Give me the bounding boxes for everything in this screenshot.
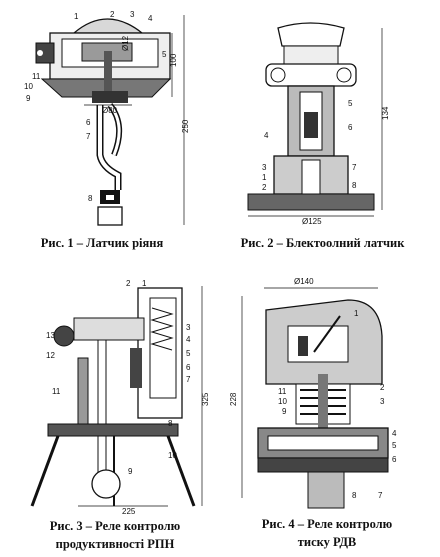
fig4-num-6: 6	[392, 455, 397, 464]
fig1-dim-d1: Ø12	[121, 35, 130, 51]
fig1-num-11: 11	[32, 72, 41, 81]
fig2-dim-d1: Ø125	[302, 217, 322, 226]
fig2-num-5: 5	[348, 99, 353, 108]
fig1-num-6: 6	[86, 118, 91, 127]
fig3-num-7: 7	[186, 375, 191, 384]
fig4-num-5: 5	[392, 441, 397, 450]
fig3-num-5: 5	[186, 349, 191, 358]
figure-4-caption-line-2: тиску РДВ	[297, 535, 357, 549]
fig2-num-1: 1	[262, 173, 267, 182]
fig3-num-11: 11	[52, 387, 61, 396]
fig3-num-3: 3	[186, 323, 191, 332]
fig3-dim-h1: 325	[201, 392, 210, 406]
fig1-num-5: 5	[162, 50, 167, 59]
fig1-num-7: 7	[86, 132, 91, 141]
fig1-num-8: 8	[88, 194, 93, 203]
figure-2-caption: Рис. 2 – Блектоолний латчик	[240, 236, 405, 250]
figure-4-caption-line-1: Рис. 4 – Реле контролю	[261, 517, 393, 531]
fig2-num-6: 6	[348, 123, 353, 132]
fig1-num-10: 10	[24, 82, 33, 91]
fig1-dim-h1: 100	[169, 53, 178, 67]
figure-4-pressure-relay-drawing: Ø140 228 1 2 3 4 5 6 7 8 9 10 11	[229, 277, 397, 509]
fig1-num-2: 2	[110, 10, 115, 19]
fig3-num-4: 4	[186, 335, 191, 344]
fig1-num-3: 3	[130, 10, 135, 19]
figure-1-level-sensor-drawing: 100 250 Ø80 Ø12 1 2 3 4 5 6 7 8 9 10 11	[24, 10, 190, 226]
figure-3-caption-line-2: продуктивності РПН	[55, 537, 175, 551]
fig3-dim-w1: 225	[122, 507, 136, 516]
fig2-num-4: 4	[264, 131, 269, 140]
figure-1-caption: Рис. 1 – Латчик ріяня	[40, 236, 164, 250]
fig1-dim-d2: Ø80	[102, 106, 118, 115]
fig3-num-6: 6	[186, 363, 191, 372]
fig4-dim-h1: 228	[229, 392, 238, 406]
fig4-num-11: 11	[278, 387, 287, 396]
fig2-num-2: 2	[262, 183, 267, 192]
fig3-num-10: 10	[168, 451, 177, 460]
fig4-num-7: 7	[378, 491, 383, 500]
fig3-num-9: 9	[128, 467, 133, 476]
fig3-num-8: 8	[168, 419, 173, 428]
fig1-dim-h2: 250	[181, 119, 190, 133]
fig2-num-3: 3	[262, 163, 267, 172]
figure-3-flow-relay-drawing: 225 325 1 2 3 4 5 6 7 8 9 10 11 12 13	[30, 279, 210, 516]
fig3-num-12: 12	[46, 351, 55, 360]
fig4-num-10: 10	[278, 397, 287, 406]
fig2-num-8: 8	[352, 181, 357, 190]
fig3-num-1: 1	[142, 279, 147, 288]
fig4-dim-d1: Ø140	[294, 277, 314, 286]
fig4-num-1: 1	[354, 309, 359, 318]
fig4-num-3: 3	[380, 397, 385, 406]
fig2-num-7: 7	[352, 163, 357, 172]
fig2-dim-h1: 134	[381, 106, 390, 120]
fig4-num-2: 2	[380, 383, 385, 392]
fig4-num-4: 4	[392, 429, 397, 438]
figure-3-caption-line-1: Рис. 3 – Реле контролю	[49, 519, 181, 533]
fig1-num-4: 4	[148, 14, 153, 23]
fig1-num-9: 9	[26, 94, 31, 103]
fig4-num-9: 9	[282, 407, 287, 416]
fig3-num-2: 2	[126, 279, 131, 288]
fig1-num-1: 1	[74, 12, 79, 21]
fig3-num-13: 13	[46, 331, 55, 340]
figure-2-electrode-sensor-drawing: Ø125 134 1 2 3 4 5 6 7 8	[247, 22, 390, 226]
fig4-num-8: 8	[352, 491, 357, 500]
